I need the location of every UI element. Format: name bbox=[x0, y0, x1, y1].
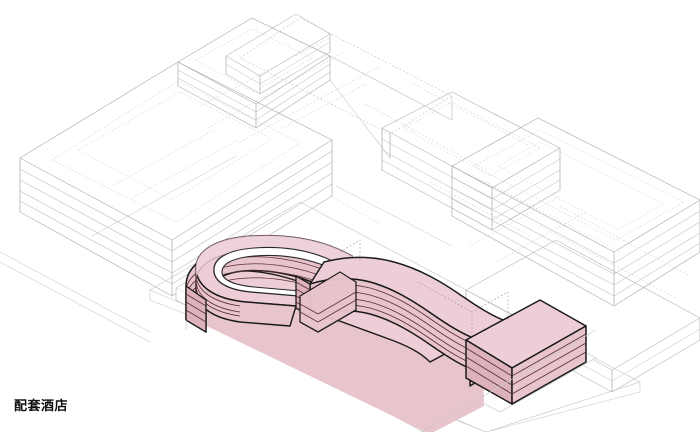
context-block-north-center bbox=[177, 17, 331, 129]
context-bar-north bbox=[239, 17, 453, 159]
hotel-connector-block bbox=[299, 271, 357, 333]
drawing-caption-label: 配套酒店 bbox=[14, 399, 69, 414]
hairpin-floorlines bbox=[195, 273, 241, 317]
hotel-hidden-edges bbox=[339, 239, 509, 336]
hotel-block-east-floorlines bbox=[465, 333, 587, 395]
ground-shadow-lines bbox=[185, 320, 597, 432]
context-site-lines bbox=[0, 37, 691, 343]
hotel-block-east bbox=[465, 299, 587, 405]
context-block-east bbox=[451, 117, 700, 307]
hotel-hairpin-west-head bbox=[185, 234, 353, 333]
highlight-hotel-group bbox=[185, 234, 587, 432]
